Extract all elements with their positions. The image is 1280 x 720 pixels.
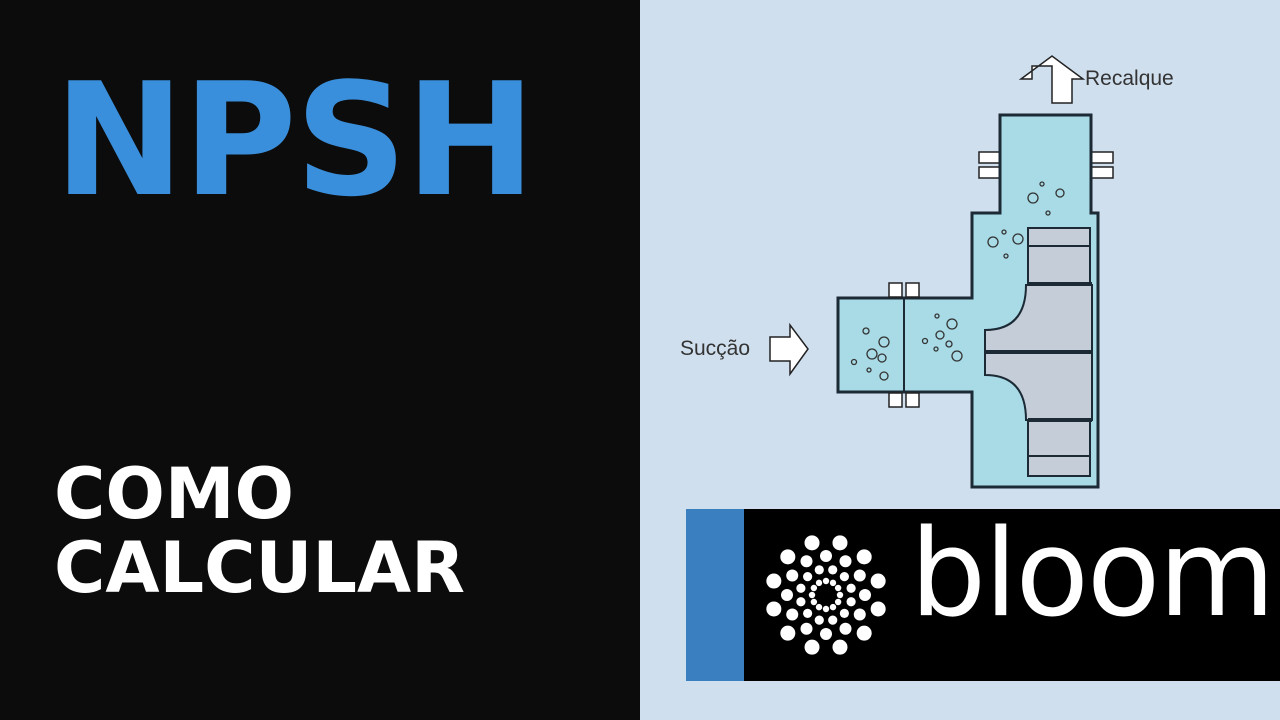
logo-dot [870,601,886,617]
pump-diagram: Recalque [680,55,1174,489]
logo-dot [820,628,832,640]
logo-dot [839,572,849,582]
logo-dot [815,603,823,611]
suction-arrow-icon [769,322,809,377]
logo-dot [786,569,799,582]
logo-dot [781,589,793,601]
logo-dot [846,583,856,593]
logo-dot [766,573,782,589]
logo-dot [839,622,852,635]
logo-dot [839,608,849,618]
logo-dot [814,565,824,575]
logo-dot [856,549,872,565]
logo-dot [859,589,871,601]
logo-dot [810,598,818,606]
logo-dot [832,639,848,655]
logo-dot [828,565,838,575]
cavitation-bubbles [850,181,1065,381]
logo-dot [766,601,782,617]
logo-dot [853,569,866,582]
logo-dot [800,555,813,568]
discharge-flanges [978,151,1114,179]
suction-flanges [888,282,920,408]
logo-dot [834,584,842,592]
logo-dot [803,572,813,582]
logo-dot [829,603,837,611]
logo-dot [808,591,816,599]
logo-dot [822,577,830,585]
brand-logo-box: bloom [686,509,1280,681]
page-subtitle: COMO CALCULAR [54,453,466,609]
bloom-flower-icon [766,535,886,655]
logo-dot [846,597,856,607]
logo-dot [822,605,830,613]
impeller [984,227,1093,477]
logo-dot [839,555,852,568]
logo-dot [800,622,813,635]
logo-dot [870,573,886,589]
logo-dot [828,615,838,625]
subtitle-line-1: COMO [54,453,295,535]
logo-dot [856,625,872,641]
brand-accent-bar [686,509,744,681]
logo-dot [832,535,848,551]
discharge-label: Recalque [1085,67,1174,90]
subtitle-line-2: CALCULAR [54,526,466,609]
logo-dot [780,625,796,641]
logo-dot [804,639,820,655]
page-title: NPSH [54,49,536,231]
logo-dot [820,550,832,562]
logo-dot [836,591,844,599]
logo-dot [786,608,799,621]
logo-dot [834,598,842,606]
logo-dot [853,608,866,621]
logo-dot [796,597,806,607]
brand-name: bloom [910,505,1275,644]
logo-dot [829,579,837,587]
logo-dot [815,579,823,587]
left-panel: NPSH COMO CALCULAR [0,0,640,720]
logo-dot [780,549,796,565]
discharge-arrow-icon [1018,55,1086,104]
logo-dot [804,535,820,551]
logo-dot [796,583,806,593]
suction-label: Sucção [680,337,750,360]
logo-dot [810,584,818,592]
logo-dot [803,608,813,618]
logo-dot [814,615,824,625]
